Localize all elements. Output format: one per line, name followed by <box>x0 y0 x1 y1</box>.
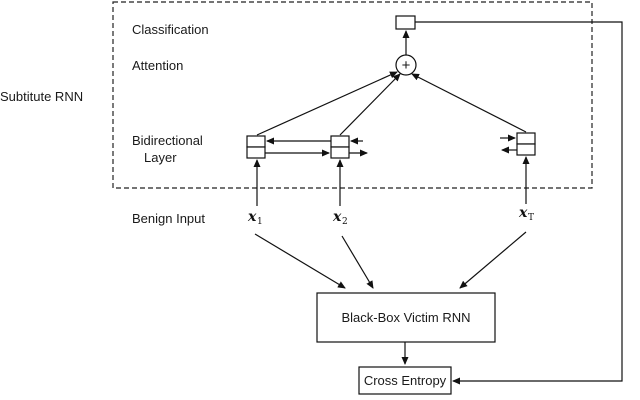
classification-node <box>395 15 416 30</box>
input-xT: x T <box>518 205 534 223</box>
bidirectional-label-line2: Layer <box>144 150 177 165</box>
x2-to-victim-arrow <box>341 235 374 289</box>
svg-text:x: x <box>518 205 528 221</box>
bidirectional-label-line1: Bidirectional <box>132 133 203 148</box>
svg-text:2: 2 <box>342 217 348 227</box>
benign-input-label: Benign Input <box>132 211 205 226</box>
input-x2: x 2 <box>332 209 348 227</box>
svg-text:1: 1 <box>257 217 263 227</box>
substitute-rnn-boundary <box>112 1 593 189</box>
svg-text:x: x <box>247 209 257 225</box>
classification-label: Classification <box>132 22 209 37</box>
bidirectional-cell-2 <box>330 135 350 159</box>
substitute-rnn-label: Subtitute RNN <box>0 89 83 104</box>
x1-to-victim-arrow <box>254 233 346 289</box>
xT-to-victim-arrow <box>459 231 527 289</box>
victim-rnn-label: Black-Box Victim RNN <box>341 310 470 325</box>
victim-rnn-box <box>316 292 496 343</box>
cell1-to-attention-arrow <box>256 71 398 136</box>
cross-entropy-box <box>358 366 452 395</box>
cross-entropy-label: Cross Entropy <box>364 373 447 388</box>
bidirectional-cell-1 <box>246 135 266 159</box>
input-x1: x 1 <box>247 209 263 227</box>
attention-label: Attention <box>132 58 183 73</box>
plus-symbol: + <box>402 57 411 74</box>
svg-text:T: T <box>528 213 534 223</box>
bidirectional-cell-T <box>516 132 536 156</box>
svg-text:x: x <box>332 209 342 225</box>
cell2-to-attention-arrow <box>339 73 401 136</box>
classification-to-crossentropy-loop <box>415 21 623 385</box>
cellT-to-attention-arrow <box>411 73 527 133</box>
